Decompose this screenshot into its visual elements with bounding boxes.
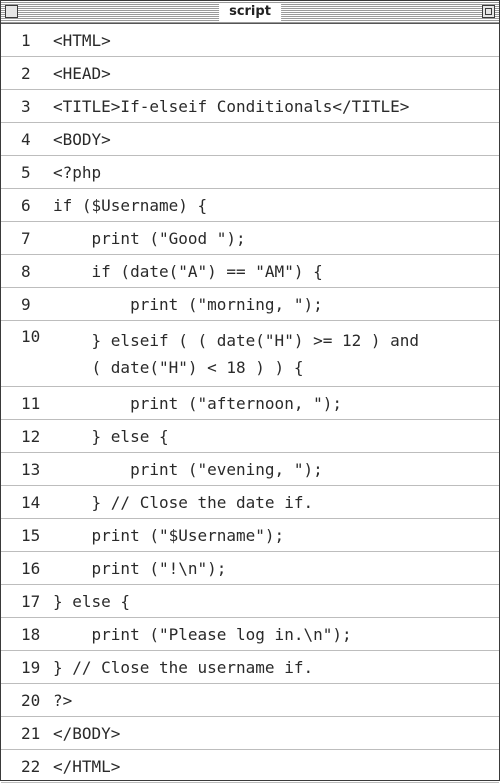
code-line: 7 print ("Good "); bbox=[1, 222, 499, 255]
code-line: 15 print ("$Username"); bbox=[1, 519, 499, 552]
line-number: 4 bbox=[21, 129, 31, 149]
code-text: if ($Username) { bbox=[53, 195, 208, 215]
code-text: } // Close the username if. bbox=[53, 657, 314, 677]
code-text: <HTML> bbox=[53, 30, 111, 50]
code-line: 10 } elseif ( ( date("H") >= 12 ) and ( … bbox=[1, 321, 499, 387]
code-line: 8 if (date("A") == "AM") { bbox=[1, 255, 499, 288]
code-text: } elseif ( ( date("H") >= 12 ) and ( dat… bbox=[91, 331, 420, 377]
line-number: 18 bbox=[21, 624, 41, 644]
line-number: 14 bbox=[21, 492, 41, 512]
line-number: 11 bbox=[21, 393, 41, 413]
code-line: 18 print ("Please log in.\n"); bbox=[1, 618, 499, 651]
code-text: <HEAD> bbox=[53, 63, 111, 83]
line-number: 21 bbox=[21, 723, 41, 743]
code-text: print ("afternoon, "); bbox=[53, 393, 342, 413]
code-listing: 1 <HTML> 2 <HEAD> 3 <TITLE>If-elseif Con… bbox=[1, 24, 499, 783]
line-number: 2 bbox=[21, 63, 31, 83]
window-title: script bbox=[219, 3, 281, 21]
code-line: 9 print ("morning, "); bbox=[1, 288, 499, 321]
line-number: 8 bbox=[21, 261, 31, 281]
code-text: } else { bbox=[53, 426, 169, 446]
code-line: 6 if ($Username) { bbox=[1, 189, 499, 222]
code-text: print ("!\n"); bbox=[53, 558, 227, 578]
line-number: 1 bbox=[21, 30, 31, 50]
code-line: 17 } else { bbox=[1, 585, 499, 618]
line-number: 7 bbox=[21, 228, 31, 248]
line-number: 13 bbox=[21, 459, 41, 479]
code-text: </BODY> bbox=[53, 723, 121, 743]
code-line: 12 } else { bbox=[1, 420, 499, 453]
code-line: 2 <HEAD> bbox=[1, 57, 499, 90]
code-text: <?php bbox=[53, 162, 102, 182]
line-number: 10 bbox=[21, 327, 41, 346]
code-text: } else { bbox=[53, 591, 131, 611]
code-line: 14 } // Close the date if. bbox=[1, 486, 499, 519]
code-line: 5 <?php bbox=[1, 156, 499, 189]
close-box-icon[interactable] bbox=[5, 5, 18, 18]
code-line: 13 print ("evening, "); bbox=[1, 453, 499, 486]
line-number: 17 bbox=[21, 591, 41, 611]
line-number: 19 bbox=[21, 657, 41, 677]
code-text: print ("Please log in.\n"); bbox=[53, 624, 352, 644]
code-line: 1 <HTML> bbox=[1, 24, 499, 57]
line-number: 12 bbox=[21, 426, 41, 446]
line-number: 22 bbox=[21, 756, 41, 776]
line-number: 5 bbox=[21, 162, 31, 182]
code-line: 19 } // Close the username if. bbox=[1, 651, 499, 684]
line-number: 9 bbox=[21, 294, 31, 314]
code-line: 3 <TITLE>If-elseif Conditionals</TITLE> bbox=[1, 90, 499, 123]
code-text: ?> bbox=[53, 690, 73, 710]
line-number: 3 bbox=[21, 96, 31, 116]
code-line: 21 </BODY> bbox=[1, 717, 499, 750]
title-bar[interactable]: script bbox=[1, 1, 499, 24]
code-text: print ("$Username"); bbox=[53, 525, 285, 545]
zoom-box-icon[interactable] bbox=[482, 5, 495, 18]
code-line: 4 <BODY> bbox=[1, 123, 499, 156]
code-text: </HTML> bbox=[53, 756, 121, 776]
code-line: 16 print ("!\n"); bbox=[1, 552, 499, 585]
code-text: print ("morning, "); bbox=[53, 294, 323, 314]
code-line: 11 print ("afternoon, "); bbox=[1, 387, 499, 420]
line-number: 15 bbox=[21, 525, 41, 545]
line-number: 6 bbox=[21, 195, 31, 215]
code-text: print ("Good "); bbox=[53, 228, 246, 248]
line-number: 20 bbox=[21, 690, 41, 710]
code-line: 20 ?> bbox=[1, 684, 499, 717]
code-text: } // Close the date if. bbox=[53, 492, 314, 512]
line-number: 16 bbox=[21, 558, 41, 578]
code-line: 22 </HTML> bbox=[1, 750, 499, 783]
code-text: if (date("A") == "AM") { bbox=[53, 261, 323, 281]
code-text: <TITLE>If-elseif Conditionals</TITLE> bbox=[53, 96, 410, 116]
code-text: <BODY> bbox=[53, 129, 111, 149]
code-text: print ("evening, "); bbox=[53, 459, 323, 479]
